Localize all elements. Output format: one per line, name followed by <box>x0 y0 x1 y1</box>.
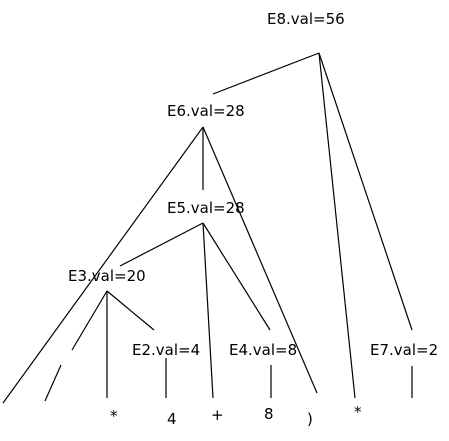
edge-left-stub <box>44 364 62 402</box>
edge-e5-e4 <box>202 222 271 331</box>
edge-e5-plus <box>202 222 214 399</box>
tree-edges <box>2 52 413 404</box>
edge-e3-e2 <box>106 290 155 331</box>
edge-e8-e7 <box>318 52 413 331</box>
tree-node-labels: E8.val=56 E6.val=28 E5.val=28 E3.val=20 … <box>68 10 438 359</box>
tree-leaves: * 4 + 8 ) * <box>110 403 362 428</box>
edge-e8-star <box>318 52 356 399</box>
leaf-4: 4 <box>167 410 177 428</box>
edge-e6-rparen <box>202 126 318 394</box>
node-e2-label: E2.val=4 <box>132 341 200 359</box>
edge-e8-e6 <box>212 52 320 95</box>
node-e3-label: E3.val=20 <box>68 267 146 285</box>
node-e7-label: E7.val=2 <box>370 341 438 359</box>
leaf-star-2: * <box>354 403 362 421</box>
edge-e3-lower-left <box>71 290 108 351</box>
leaf-8: 8 <box>264 405 274 423</box>
node-e4-label: E4.val=8 <box>229 341 297 359</box>
leaf-rparen: ) <box>307 410 313 428</box>
node-e6-label: E6.val=28 <box>167 102 245 120</box>
node-e5-label: E5.val=28 <box>167 199 245 217</box>
leaf-plus: + <box>211 406 224 424</box>
leaf-star-1: * <box>110 407 118 425</box>
edge-e6-left-leaf <box>2 126 204 404</box>
edge-e5-e3 <box>119 222 204 267</box>
node-e8-label: E8.val=56 <box>267 10 345 28</box>
